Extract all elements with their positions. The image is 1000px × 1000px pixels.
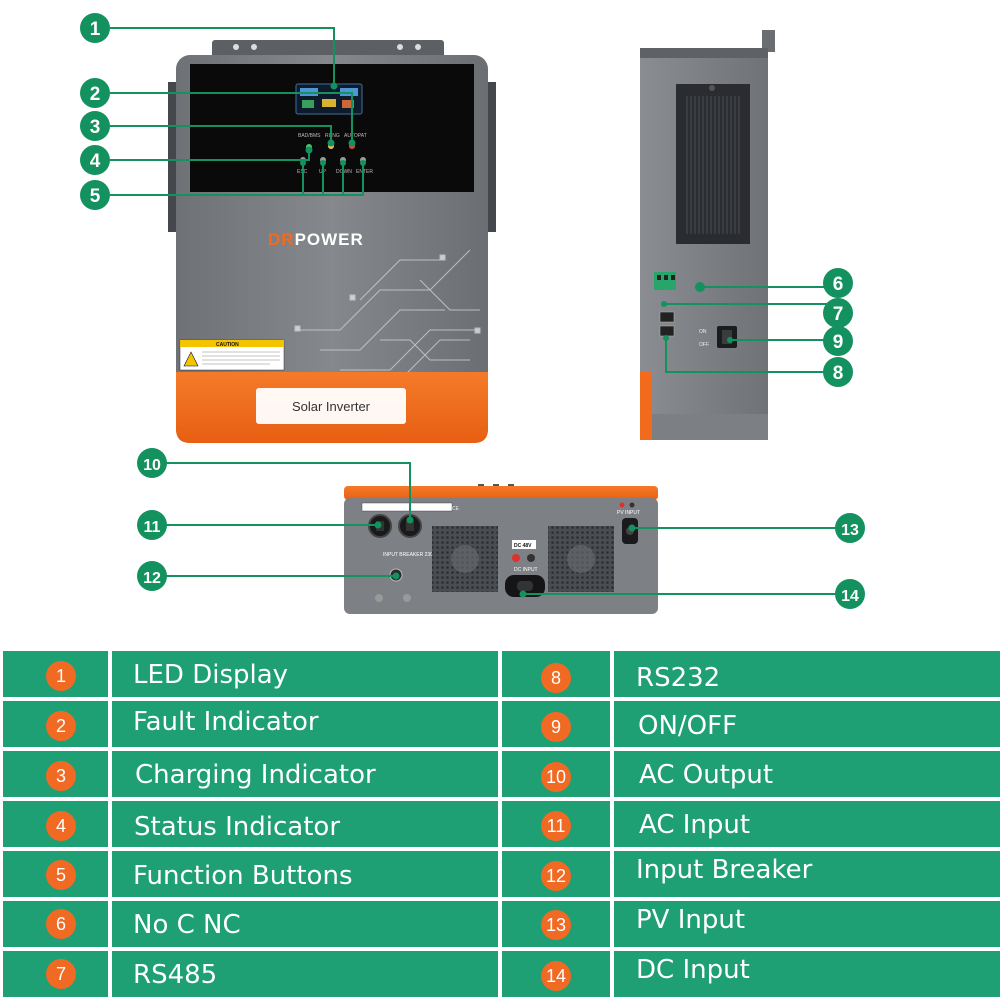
bottom-callout-dots	[374, 516, 636, 598]
svg-text:8: 8	[833, 363, 844, 384]
callout-6: 6	[823, 268, 853, 298]
callout-2: 2	[80, 78, 110, 108]
callout-12: 12	[137, 561, 167, 591]
legend-row: 4 Status Indicator 11 AC Input	[0, 801, 1000, 847]
legend-label: ON/OFF	[638, 711, 738, 741]
indicator-label: AUTOPAT	[344, 133, 367, 139]
legend-number: 1	[46, 661, 76, 691]
svg-text:5: 5	[90, 186, 101, 207]
callout-11: 11	[137, 510, 167, 540]
side-view: ON OFF	[640, 30, 775, 440]
brand-suffix: POWER	[295, 230, 364, 249]
legend-label: Input Breaker	[636, 855, 813, 885]
front-view: BAD/BMS RUNG AUTOPAT ESC UP DOWN ENTER D…	[168, 40, 496, 443]
rs232-port[interactable]	[659, 325, 675, 337]
bottom-view: CE INPUT BREAKER 230VAC DC 48V DC INPUT …	[344, 484, 658, 614]
legend-number: 12	[541, 861, 571, 891]
legend-row: 3 Charging Indicator 10 AC Output	[0, 751, 1000, 797]
legend-label: Status Indicator	[134, 812, 341, 842]
legend-number: 7	[46, 959, 76, 989]
legend-number: 6	[46, 909, 76, 939]
callout-7: 7	[823, 298, 853, 328]
side-callout-lines	[664, 286, 838, 373]
legend-label: DC Input	[636, 955, 750, 985]
legend-row: 1 LED Display 8 RS232	[0, 651, 1000, 697]
brand-prefix: DR	[268, 230, 295, 249]
svg-text:14: 14	[841, 588, 859, 605]
callout-1: 1	[80, 13, 110, 43]
svg-text:CE: CE	[452, 506, 460, 512]
product-diagram: BAD/BMS RUNG AUTOPAT ESC UP DOWN ENTER D…	[80, 13, 865, 614]
legend-number: 13	[541, 910, 571, 940]
legend-label: AC Input	[639, 810, 751, 840]
callout-10: 10	[137, 448, 167, 478]
bottom-callout-lines	[166, 462, 836, 595]
callout-4: 4	[80, 145, 110, 175]
svg-text:11: 11	[144, 519, 161, 536]
legend-row: 6 No C NC 13 PV Input	[0, 901, 1000, 947]
bottom-orange-edge	[344, 486, 658, 500]
callout-8: 8	[823, 357, 853, 387]
front-callout-dots	[300, 82, 366, 166]
button-label: ENTER	[356, 169, 373, 175]
svg-text:3: 3	[90, 117, 101, 138]
legend-number: 11	[541, 811, 571, 841]
svg-text:7: 7	[833, 304, 844, 325]
callout-5: 5	[80, 180, 110, 210]
legend-number: 5	[46, 860, 76, 890]
legend-label: LED Display	[133, 660, 289, 690]
legend-label: PV Input	[636, 905, 746, 935]
legend-number: 3	[46, 761, 76, 791]
callout-13: 13	[835, 513, 865, 543]
callout-3: 3	[80, 111, 110, 141]
legend-label: Charging Indicator	[135, 760, 376, 790]
svg-text:10: 10	[143, 457, 161, 474]
legend-label: AC Output	[639, 760, 774, 790]
legend-number: 9	[541, 712, 571, 742]
breaker-label: INPUT BREAKER 230VAC	[383, 552, 443, 558]
legend-table: 1 LED Display 8 RS232 2 Fault Indicator …	[0, 651, 1000, 1000]
model-label: Solar Inverter	[292, 399, 371, 414]
svg-text:1: 1	[90, 19, 101, 40]
svg-text:13: 13	[841, 522, 859, 539]
svg-text:DRPOWER: DRPOWER	[268, 230, 364, 249]
svg-text:12: 12	[143, 570, 161, 587]
dc-badge: DC 48V	[514, 543, 532, 549]
legend-row: 2 Fault Indicator 9 ON/OFF	[0, 701, 1000, 747]
legend-label: No C NC	[133, 910, 241, 940]
dry-contact-terminal	[654, 272, 676, 290]
circuit-pattern	[294, 249, 481, 381]
svg-text:6: 6	[833, 274, 844, 295]
legend-label: Function Buttons	[133, 861, 353, 891]
caution-title: CAUTION	[216, 342, 239, 348]
legend-number: 2	[46, 711, 76, 741]
svg-text:4: 4	[90, 151, 101, 172]
legend-number: 10	[541, 762, 571, 792]
callout-14: 14	[835, 579, 865, 609]
legend-label: RS485	[133, 960, 218, 990]
svg-text:2: 2	[90, 84, 101, 105]
dc-input-label: DC INPUT	[514, 567, 538, 573]
front-callout-lines	[110, 27, 364, 196]
legend-number: 14	[541, 961, 571, 991]
model-plate	[256, 388, 406, 424]
switch-off-label: OFF	[699, 342, 709, 348]
legend-number: 8	[541, 663, 571, 693]
svg-text:9: 9	[833, 332, 844, 353]
side-callout-dots	[661, 282, 733, 343]
legend-label: RS232	[636, 663, 721, 693]
callout-9: 9	[823, 326, 853, 356]
rs485-port[interactable]	[659, 311, 675, 323]
legend-row: 5 Function Buttons 12 Input Breaker	[0, 851, 1000, 897]
legend-number: 4	[46, 811, 76, 841]
pv-input-label: PV INPUT	[617, 510, 640, 516]
legend-label: Fault Indicator	[133, 707, 319, 737]
indicator-label: RUNG	[325, 133, 340, 139]
indicator-label: BAD/BMS	[298, 133, 321, 139]
legend-row: 7 RS485 14 DC Input	[0, 951, 1000, 997]
callout-badges: 1 2 3 4 5 6 7 8 9 10 11 12 13 14	[80, 13, 865, 609]
button-label: DOWN	[336, 169, 352, 175]
switch-on-label: ON	[699, 329, 707, 335]
